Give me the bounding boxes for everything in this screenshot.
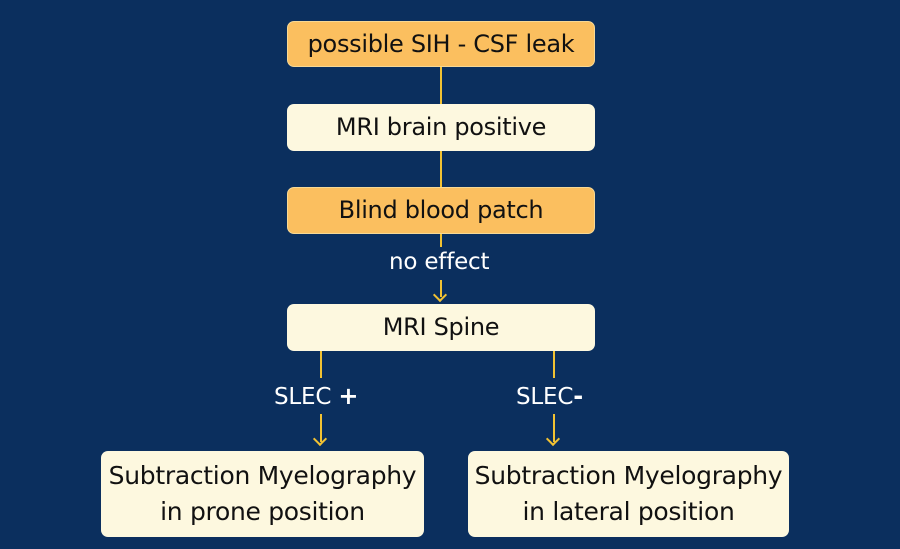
connector-spine-to-slec-positive <box>320 351 322 378</box>
connector-mri-brain-to-blood-patch <box>440 151 442 187</box>
node-myelo-lateral-line1: Subtraction Myelography <box>474 460 783 490</box>
arrowhead-to-myelo-lateral <box>545 431 561 447</box>
edge-label-slec-negative-sign: - <box>573 382 583 410</box>
connector-sih-to-mri-brain <box>440 67 442 104</box>
edge-label-slec-positive-text: SLEC <box>274 384 332 410</box>
node-mri-spine: MRI Spine <box>287 304 595 351</box>
connector-slec-positive-to-prone <box>320 414 322 442</box>
edge-label-no-effect: no effect <box>389 249 490 275</box>
arrowhead-to-mri-spine <box>432 287 448 303</box>
arrowhead-to-myelo-prone <box>312 431 328 447</box>
node-blood-patch-label: Blind blood patch <box>338 196 544 225</box>
node-mri-spine-label: MRI Spine <box>382 313 500 342</box>
node-possible-sih-csf-leak: possible SIH - CSF leak <box>287 21 595 67</box>
node-blind-blood-patch: Blind blood patch <box>287 187 595 234</box>
connector-slec-negative-to-lateral <box>553 414 555 442</box>
edge-label-slec-negative: SLEC- <box>516 382 583 410</box>
node-myelo-prone-line2: in prone position <box>160 497 365 526</box>
node-myelography-lateral: Subtraction Myelography in lateral posit… <box>468 451 789 537</box>
edge-label-slec-negative-text: SLEC <box>516 384 574 410</box>
edge-label-slec-positive: SLEC + <box>274 382 358 410</box>
node-mri-brain-label: MRI brain positive <box>335 113 547 142</box>
node-myelo-prone-line1: Subtraction Myelography <box>108 460 417 490</box>
connector-label-to-mri-spine <box>440 280 442 297</box>
node-possible-sih-label: possible SIH - CSF leak <box>307 29 575 58</box>
edge-label-no-effect-text: no effect <box>389 249 490 275</box>
edge-label-slec-positive-sign: + <box>338 382 359 410</box>
node-myelography-prone: Subtraction Myelography in prone positio… <box>101 451 424 537</box>
connector-spine-to-slec-negative <box>553 351 555 378</box>
node-myelo-lateral-line2: in lateral position <box>522 497 735 526</box>
connector-blood-patch-to-label <box>440 234 442 247</box>
node-mri-brain-positive: MRI brain positive <box>287 104 595 151</box>
